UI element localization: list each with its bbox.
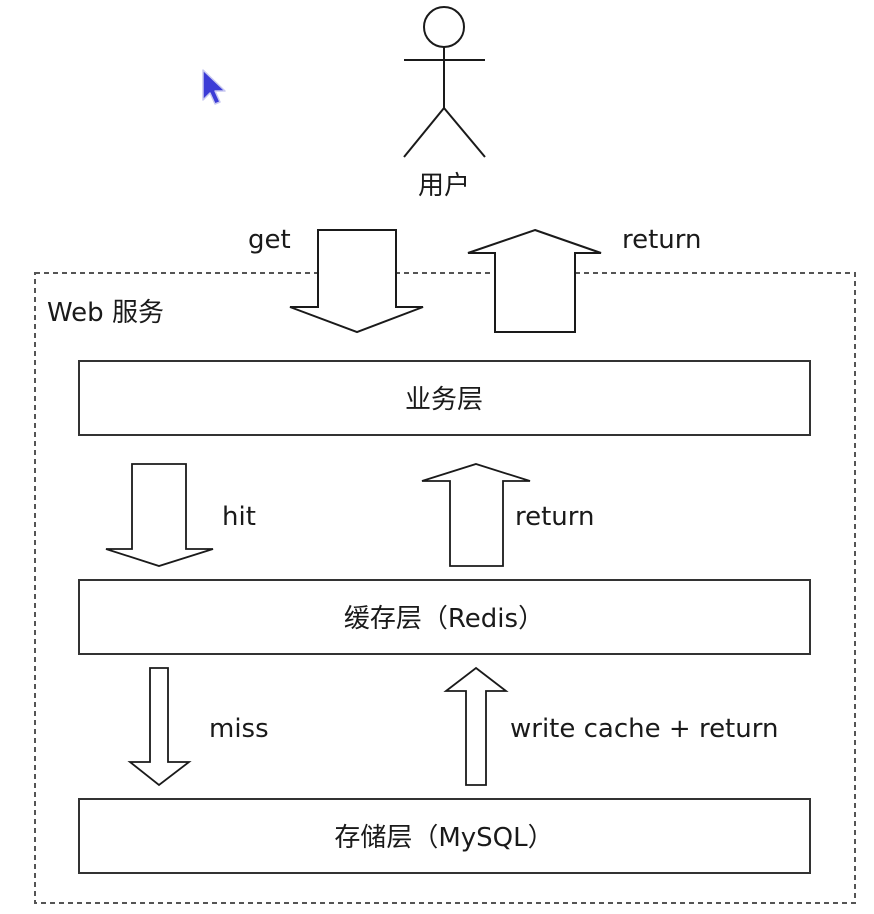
container-label: Web 服务 [47, 298, 164, 328]
cache-hit-label: hit [222, 502, 256, 532]
cache-layer-box [78, 579, 811, 655]
db-write-return-label: write cache + return [510, 714, 778, 744]
cache-hit-arrow [105, 463, 214, 567]
cache-layer-label: 缓存层（Redis） [344, 604, 544, 634]
storage-layer-label: 存储层（MySQL） [334, 823, 553, 853]
user-return-label: return [622, 225, 702, 255]
user-return-arrow [467, 228, 602, 333]
actor-head [423, 6, 465, 48]
user-get-label: get [248, 225, 291, 255]
db-miss-arrow [127, 667, 192, 787]
actor-left-leg [403, 107, 445, 158]
cache-return-arrow [421, 463, 531, 567]
business-layer-box [78, 360, 811, 436]
actor-right-leg [443, 107, 486, 158]
user-actor-icon [403, 6, 486, 158]
actor-label: 用户 [418, 171, 470, 201]
db-write-return-arrow [443, 666, 509, 786]
storage-layer-box [78, 798, 811, 874]
cache-return-label: return [515, 502, 595, 532]
business-layer-label: 业务层 [405, 385, 483, 415]
web-service-container [34, 272, 856, 904]
mouse-cursor-icon [202, 69, 226, 105]
db-miss-label: miss [209, 714, 269, 744]
user-get-arrow [289, 229, 424, 334]
